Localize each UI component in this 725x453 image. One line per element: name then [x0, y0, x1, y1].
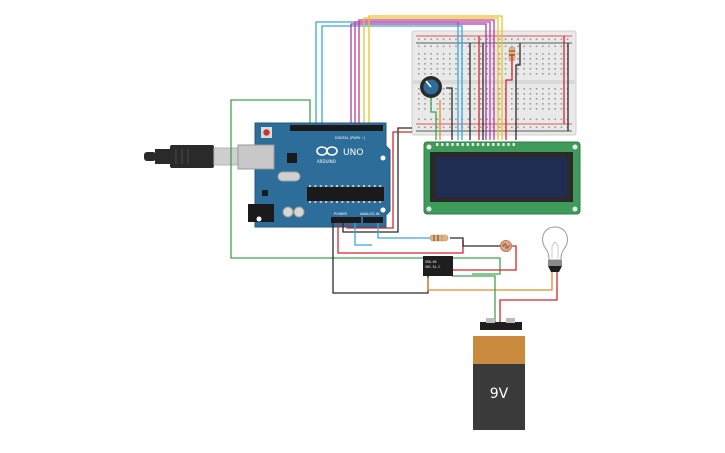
arduino-uno-board[interactable]: UNO ARDUINO DIGITAL (PWM ~) POWER ANALOG…: [237, 122, 391, 228]
analog-header-label: ANALOG IN: [360, 212, 380, 216]
analog-header: [363, 217, 383, 223]
lcd-screen: [436, 157, 567, 197]
reset-button[interactable]: [263, 129, 270, 136]
battery-9v[interactable]: 9V: [473, 318, 525, 430]
light-bulb[interactable]: [542, 226, 568, 272]
battery-clip: [480, 322, 522, 330]
photoresistor[interactable]: [500, 240, 512, 252]
board-brand: ARDUINO: [317, 159, 336, 164]
usb-cable: [144, 145, 243, 168]
battery-label: 9V: [490, 386, 509, 402]
power-wires: [332, 127, 558, 322]
power-header-label: POWER: [334, 212, 348, 216]
ldr-resistor[interactable]: [429, 234, 449, 242]
relay-label-2: VDC-SL-C: [425, 265, 440, 269]
power-jack: [248, 204, 274, 222]
lcd-16x2[interactable]: [423, 141, 581, 215]
relay-label-1: SRD-05: [425, 260, 437, 264]
board-model: UNO: [343, 148, 363, 158]
data-wires: [315, 15, 569, 140]
digital-header: [290, 125, 383, 131]
lcd-pin-header: [436, 143, 515, 146]
usb-jack: [237, 144, 275, 170]
potentiometer[interactable]: [420, 76, 442, 98]
power-header: [331, 217, 361, 223]
ground-wire-loop: [230, 99, 501, 275]
relay-module[interactable]: SRD-05 VDC-SL-C: [423, 256, 453, 276]
atmega-chip: [307, 187, 384, 201]
infinity-logo-icon: [316, 146, 338, 156]
digital-header-label: DIGITAL (PWM ~): [335, 136, 366, 140]
